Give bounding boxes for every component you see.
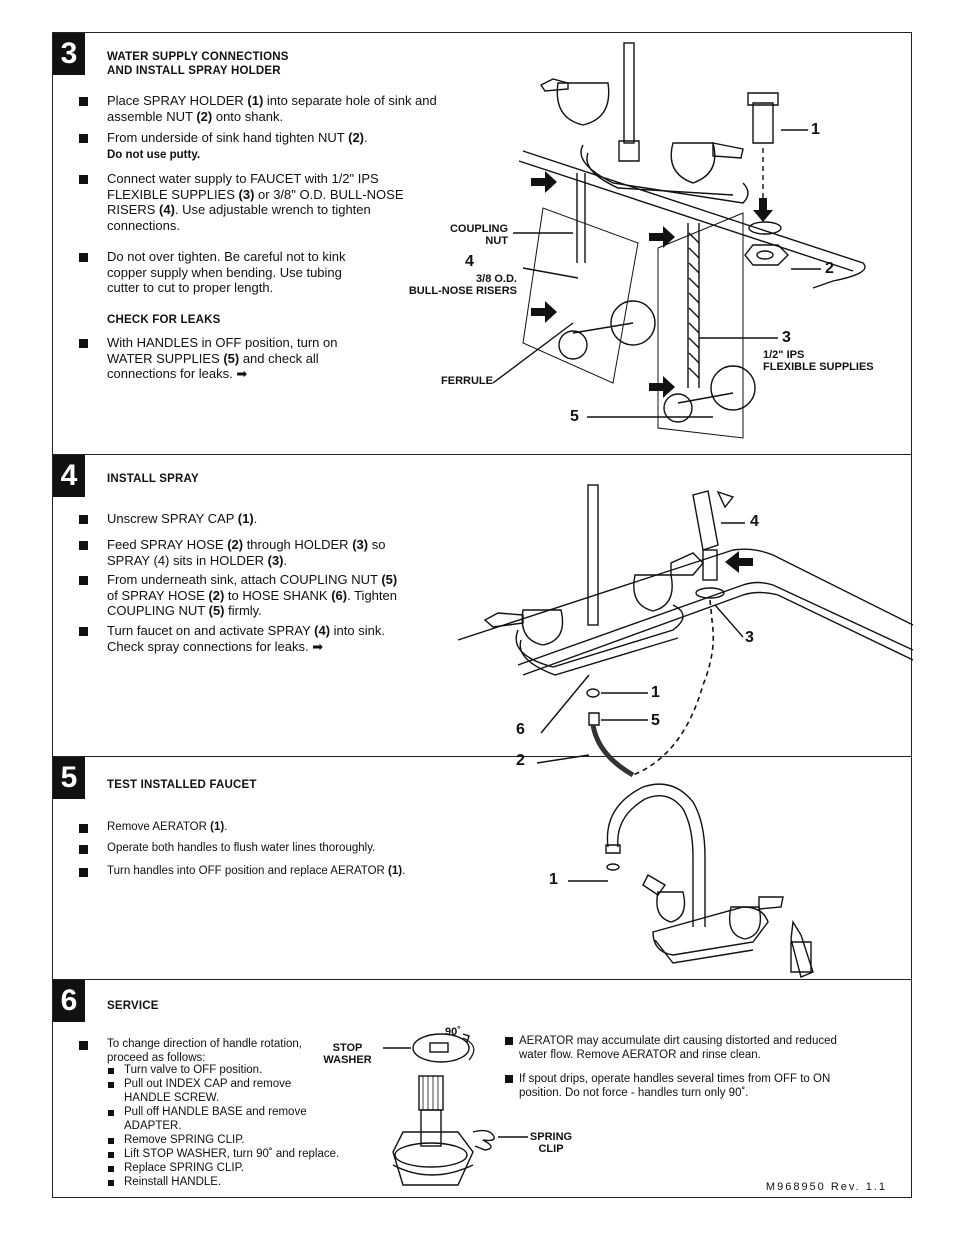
check-leaks-title: CHECK FOR LEAKS <box>107 314 221 326</box>
section-title: TEST INSTALLED FAUCET <box>107 779 257 791</box>
arrow-right-icon: ➡ <box>312 638 324 654</box>
callout-3: 3 <box>745 629 754 646</box>
spray-install-diagram <box>457 484 914 778</box>
callout-1: 1 <box>651 684 660 701</box>
callout-1: 1 <box>549 871 558 888</box>
callout-5: 5 <box>651 712 660 729</box>
arrow-right-icon: ➡ <box>236 366 248 381</box>
callout-3: 3 <box>782 329 791 346</box>
callout-1: 1 <box>811 121 820 138</box>
callout-4: 4 <box>750 513 759 530</box>
callout-2: 2 <box>825 260 834 277</box>
step-number: 4 <box>53 455 85 497</box>
faucet-diagram <box>568 783 814 978</box>
section-6: 6 SERVICE To change direction of handle … <box>53 980 911 1199</box>
section-4: 4 INSTALL SPRAY Unscrew SPRAY CAP (1). F… <box>53 455 914 778</box>
spout-drip-note: If spout drips, operate handles several … <box>519 1073 831 1099</box>
document-number: M968950 Rev. 1.1 <box>765 1181 887 1193</box>
water-supply-diagram <box>492 42 866 439</box>
section-title: SERVICE <box>107 1000 159 1012</box>
callout-5: 5 <box>570 408 579 425</box>
ferrule-label: FERRULE <box>441 375 493 387</box>
rotation-degree-label: 90˚ <box>445 1026 461 1038</box>
callout-6: 6 <box>516 721 525 738</box>
aerator-note: AERATOR may accumulate dirt causing dist… <box>519 1035 837 1061</box>
section-title: INSTALL SPRAY <box>107 473 199 485</box>
callout-2: 2 <box>516 752 525 769</box>
step-number: 5 <box>53 757 85 799</box>
step-number: 3 <box>53 33 85 75</box>
step-number: 6 <box>53 980 85 1022</box>
section-5: 5 TEST INSTALLED FAUCET Remove AERATOR (… <box>53 757 911 980</box>
bull-nose-risers-label: 3/8 O.D.BULL-NOSE RISERS <box>408 273 517 297</box>
callout-4: 4 <box>465 253 474 270</box>
cartridge-diagram <box>383 1033 528 1186</box>
